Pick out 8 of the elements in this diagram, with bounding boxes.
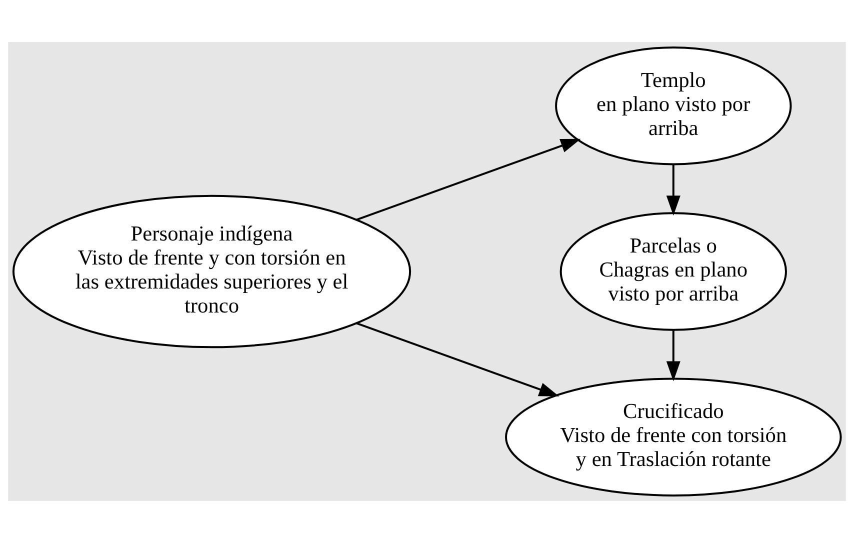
- node-ellipse: Templo en plano visto por arriba: [555, 46, 792, 166]
- node-ellipse: Crucificado Visto de frente con torsión y en Traslación rotante: [505, 378, 842, 496]
- arrow: [666, 330, 680, 382]
- node-ellipse: Parcelas o Chagras en plano visto por arriba: [560, 212, 787, 331]
- arrow: [356, 138, 581, 221]
- node-ellipse: Personaje indígena Visto de frente y con torsión en las extremidades superiores y el tronco: [12, 194, 412, 348]
- arrow: [356, 322, 560, 396]
- arrow: [666, 164, 680, 216]
